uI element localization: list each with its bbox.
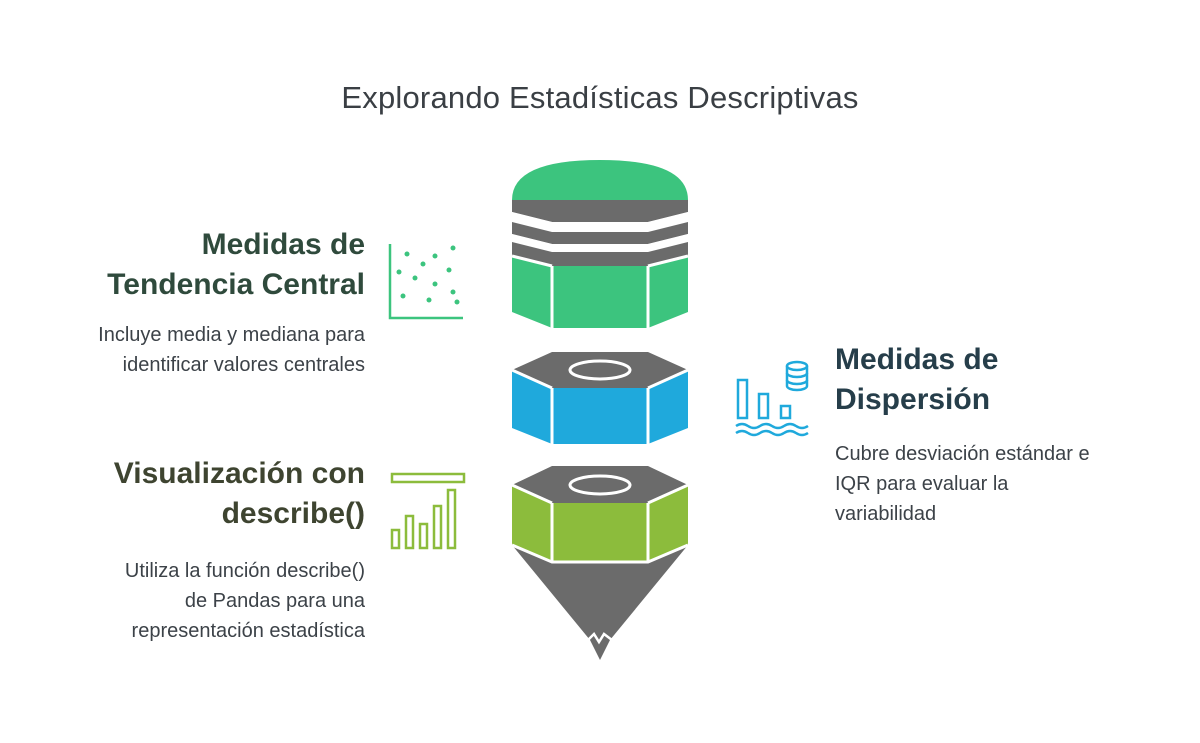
describe-desc-line3: representación estadística bbox=[131, 620, 365, 642]
central-tendency-heading-line1: Medidas de bbox=[201, 228, 365, 261]
dispersion-heading-line2: Dispersión bbox=[835, 383, 991, 416]
dispersion-desc-line1: Cubre desviación estándar e bbox=[835, 443, 1090, 465]
segment-central-tendency bbox=[511, 160, 689, 328]
scatter-plot-icon bbox=[388, 244, 463, 320]
dispersion-desc-line2: IQR para evaluar la bbox=[835, 473, 1009, 495]
describe-desc-line2: de Pandas para una bbox=[184, 590, 365, 612]
central-tendency-description: Incluye media y mediana para identificar… bbox=[20, 320, 365, 380]
central-tendency-desc-line1: Incluye media y mediana para bbox=[98, 324, 365, 346]
dispersion-description: Cubre desviación estándar e IQR para eva… bbox=[835, 439, 1180, 529]
bar-chart-database-icon bbox=[735, 360, 809, 437]
segment-describe bbox=[511, 466, 689, 660]
describe-desc-line1: Utiliza la función describe() bbox=[124, 560, 365, 582]
dispersion-desc-line3: variabilidad bbox=[835, 503, 937, 525]
dispersion-heading: Medidas de Dispersión bbox=[835, 340, 1175, 420]
segment-dispersion bbox=[511, 352, 689, 444]
bar-chart-icon bbox=[390, 472, 466, 550]
dispersion-heading-line1: Medidas de bbox=[835, 343, 999, 376]
describe-heading-line2: describe() bbox=[221, 497, 365, 530]
describe-heading-line1: Visualización con bbox=[113, 457, 365, 490]
diagram-title: Explorando Estadísticas Descriptivas bbox=[341, 80, 859, 115]
central-tendency-desc-line2: identificar valores centrales bbox=[122, 354, 365, 376]
describe-heading: Visualización con describe() bbox=[40, 454, 365, 534]
central-tendency-heading: Medidas de Tendencia Central bbox=[60, 225, 365, 305]
describe-description: Utiliza la función describe() de Pandas … bbox=[20, 556, 365, 646]
central-tendency-heading-line2: Tendencia Central bbox=[107, 268, 365, 301]
